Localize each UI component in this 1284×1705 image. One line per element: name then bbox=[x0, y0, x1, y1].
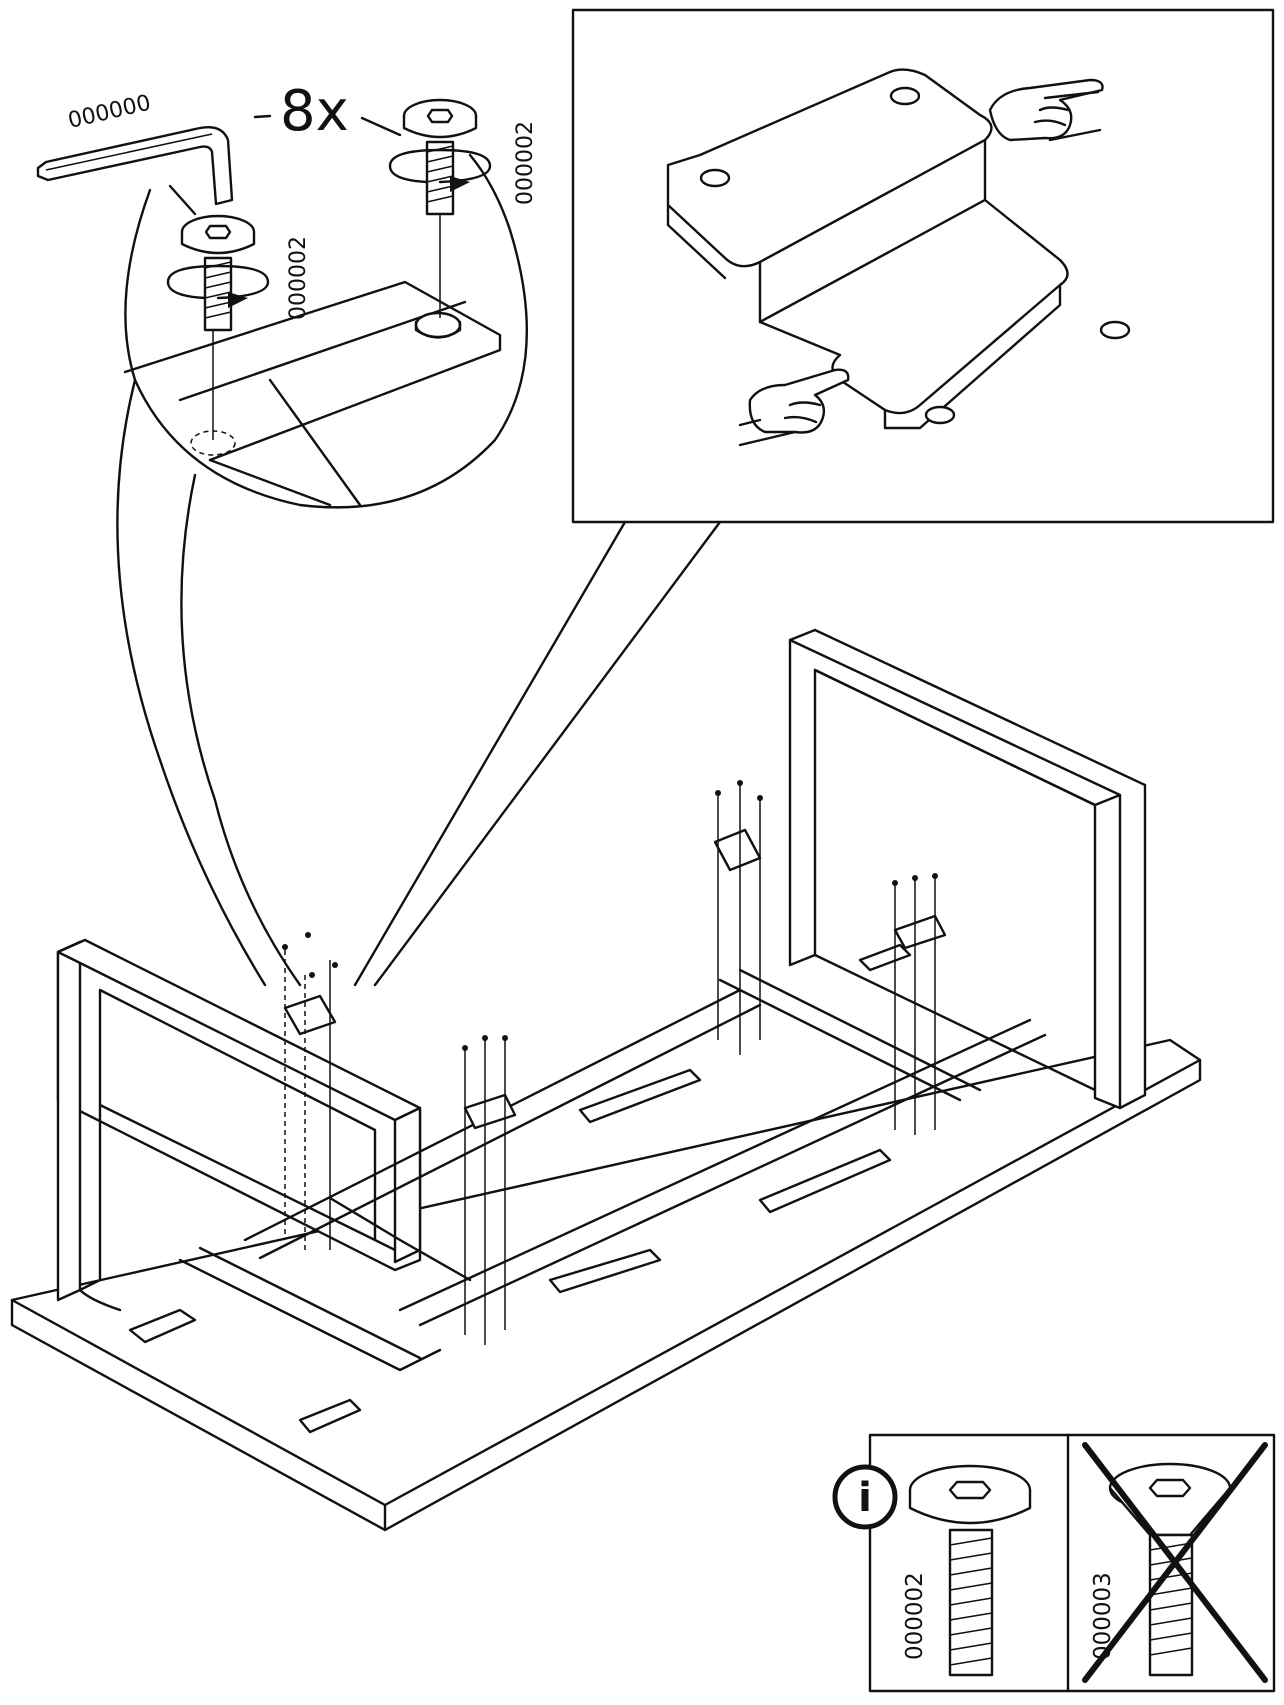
bolt-callout-circle bbox=[124, 153, 529, 509]
bolt-code-top-label: 000002 bbox=[513, 121, 538, 205]
bolt-icon bbox=[402, 98, 478, 216]
tool-code-label: 000000 bbox=[66, 91, 153, 134]
bracket-with-bolts bbox=[892, 873, 947, 1135]
table-top bbox=[10, 1038, 1202, 1532]
callout-pointer-line bbox=[180, 473, 302, 987]
wrong-bolt-code-label: 000003 bbox=[1090, 1572, 1116, 1660]
info-panel-frame bbox=[868, 1433, 1276, 1693]
cross-out-icon bbox=[1082, 1442, 1268, 1683]
allen-key-pointer bbox=[168, 184, 197, 216]
bolt-icon bbox=[180, 214, 256, 332]
bracket-with-bolts bbox=[462, 1035, 517, 1345]
pointing-hand-icon bbox=[738, 368, 850, 447]
table-assembly bbox=[10, 628, 1202, 1532]
bolt-icon bbox=[908, 1464, 1032, 1677]
quantity-label: 8x bbox=[280, 79, 349, 144]
mounting-bracket bbox=[666, 68, 1131, 430]
table-rail-detail bbox=[123, 210, 502, 507]
bracket-with-bolts bbox=[713, 780, 763, 1055]
bolt-code-bottom-label: 000002 bbox=[286, 236, 311, 320]
callout-pointer-line bbox=[353, 520, 627, 987]
rotate-arrow-icon bbox=[166, 264, 270, 308]
bolt-detail-callout: 000000 8x 000002 000002 bbox=[36, 79, 538, 987]
right-leg-frame bbox=[788, 628, 1147, 1110]
callout-pointer-line bbox=[116, 378, 267, 987]
correct-bolt-code-label: 000002 bbox=[902, 1572, 928, 1660]
bracket-detail-frame bbox=[571, 8, 1275, 524]
bracket-with-bolts bbox=[282, 932, 338, 1250]
callout-pointer-line bbox=[373, 520, 722, 987]
pointing-hand-icon bbox=[988, 78, 1104, 142]
rotate-arrow-icon bbox=[388, 148, 492, 192]
info-symbol: i bbox=[858, 1475, 872, 1521]
allen-key-icon bbox=[36, 126, 234, 206]
info-icon: i bbox=[832, 1464, 898, 1530]
bolt-info-panel: i 000002 000003 bbox=[832, 1433, 1276, 1693]
bolt-icon bbox=[1108, 1462, 1232, 1677]
bracket-detail-callout bbox=[353, 8, 1275, 987]
